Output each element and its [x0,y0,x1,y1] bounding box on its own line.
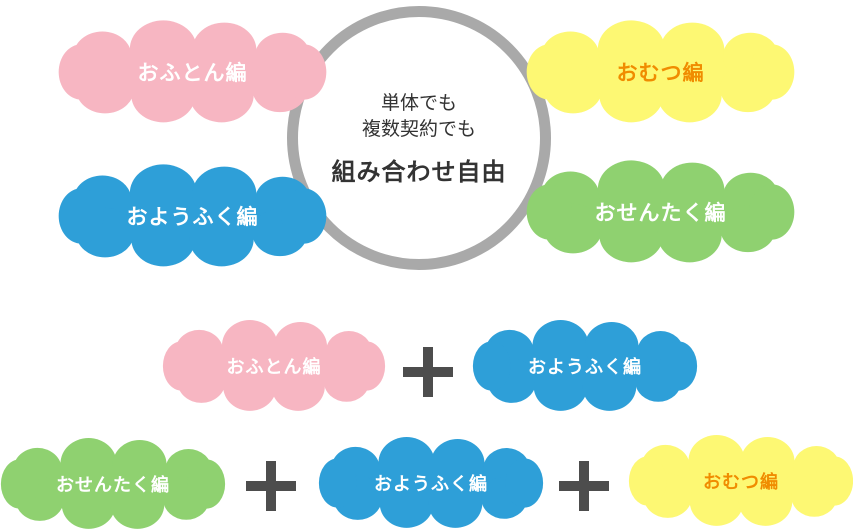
cloud-omutsu-label: おむつ編 [616,61,705,85]
cloud-shape [58,164,327,267]
cloud-shape [526,20,795,123]
plus-icon [246,461,296,511]
cloud-shape [526,160,795,263]
center-ring [287,6,551,270]
center-line-single: 単体でも [380,91,457,114]
cloud-omutsu: おむつ編 [526,20,795,123]
cloud-youfuku: おようふく編 [58,164,327,267]
combo2-cloud-sentaku: おせんたく編 [0,438,226,529]
cloud-sentaku: おせんたく編 [526,160,795,263]
plus-icon [559,461,609,511]
cloud-futon: おふとん編 [58,20,327,123]
cloud-shape [318,437,544,528]
center-message: 単体でも 複数契約でも 組み合わせ自由 [287,6,551,270]
center-line-free-combination: 組み合わせ自由 [331,157,507,186]
combo1-youfuku-label: おようふく編 [528,357,642,378]
cloud-shape [472,320,698,411]
combo1-cloud-futon: おふとん編 [162,320,386,411]
cloud-sentaku-label: おせんたく編 [594,201,727,225]
plus-icon [403,347,453,397]
combo2-youfuku-label: おようふく編 [374,474,488,495]
cloud-youfuku-label: おようふく編 [126,205,259,229]
cloud-shape [0,438,226,529]
combo2-cloud-youfuku: おようふく編 [318,437,544,528]
center-line-multiple: 複数契約でも [361,117,476,140]
cloud-shape [58,20,327,123]
combo2-cloud-omutsu: おむつ編 [628,435,853,526]
combo1-cloud-youfuku: おようふく編 [472,320,698,411]
combo1-futon-label: おふとん編 [226,357,322,378]
combo2-sentaku-label: おせんたく編 [56,475,170,496]
cloud-shape [628,435,853,526]
combo2-omutsu-label: おむつ編 [703,472,779,493]
cloud-shape [162,320,386,411]
cloud-futon-label: おふとん編 [137,61,248,85]
